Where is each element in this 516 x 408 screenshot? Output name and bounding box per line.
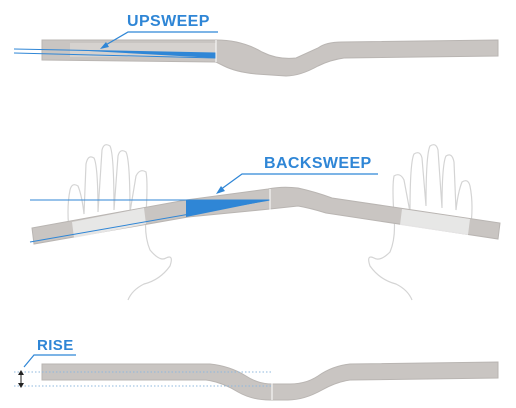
backsweep-section: BACKSWEEP <box>29 144 501 301</box>
upsweep-arrowhead <box>100 42 109 49</box>
left-hand-outline-icon <box>67 144 172 301</box>
backsweep-leader-line <box>219 173 378 191</box>
rise-label: RISE <box>37 337 74 354</box>
rise-arrow-down-icon <box>18 383 24 388</box>
upsweep-angle-wedge <box>70 50 216 58</box>
backsweep-guide-line-angled <box>29 199 271 243</box>
backsweep-label: BACKSWEEP <box>264 155 372 172</box>
handlebar-side-view <box>41 361 499 401</box>
right-grip-highlight <box>400 209 470 235</box>
backsweep-angle-wedge <box>186 200 270 217</box>
backsweep-arrowhead <box>216 186 225 194</box>
rise-leader-line <box>23 354 76 368</box>
upsweep-guide-line-bottom <box>13 52 217 59</box>
rise-arrow-up-icon <box>18 370 24 375</box>
rise-section: RISE <box>14 337 499 401</box>
right-hand-outline-icon <box>368 144 473 301</box>
upsweep-leader-line <box>103 31 218 47</box>
left-grip-highlight <box>72 208 146 238</box>
upsweep-section: UPSWEEP <box>13 13 499 77</box>
upsweep-label: UPSWEEP <box>127 13 210 30</box>
upsweep-guide-line-top <box>13 48 217 54</box>
